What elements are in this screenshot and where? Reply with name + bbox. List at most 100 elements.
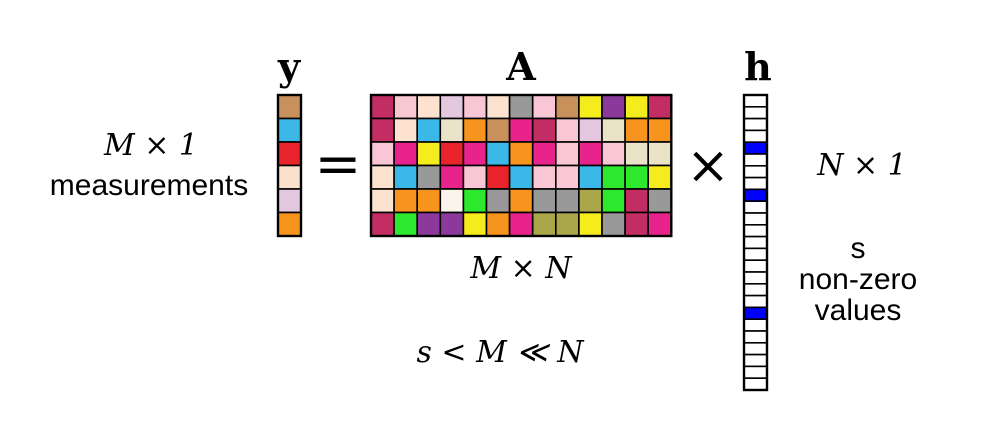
- A-matrix-cell: [370, 164, 395, 190]
- times-sign: ×: [686, 136, 730, 196]
- A-matrix-cell: [531, 141, 557, 167]
- A-matrix-cell: [462, 211, 488, 237]
- h-vector-cell: [743, 318, 768, 332]
- A-matrix-cell: [624, 211, 649, 237]
- A-matrix-cell: [485, 141, 511, 167]
- y-dimensions-label: M × 1: [103, 128, 198, 163]
- y-vector-cell: [277, 117, 302, 143]
- A-matrix-cell: [416, 141, 442, 167]
- h-vector-cell: [743, 377, 768, 391]
- A-matrix-cell: [531, 188, 557, 214]
- h-vector-cell: [743, 94, 768, 108]
- h-vector-cell: [743, 271, 768, 285]
- A-matrix-cell: [554, 94, 580, 120]
- A-matrix-cell: [531, 211, 557, 237]
- A-matrix-cell: [578, 164, 603, 190]
- A-matrix-cell: [578, 141, 603, 167]
- A-matrix-cell: [624, 164, 649, 190]
- A-matrix-cell: [578, 94, 603, 120]
- y-vector-cell: [277, 211, 302, 237]
- h-dimensions-label: N × 1: [816, 148, 907, 183]
- A-matrix-cell: [554, 188, 580, 214]
- A-matrix-cell: [601, 117, 626, 143]
- h-vector-nonzero-cell: [743, 306, 768, 320]
- A-matrix-cell: [647, 188, 673, 214]
- A-matrix-cell: [531, 117, 557, 143]
- A-matrix-cell: [462, 141, 488, 167]
- A-matrix-cell: [439, 164, 465, 190]
- A-matrix-cell: [393, 141, 419, 167]
- h-vector-cell: [743, 294, 768, 309]
- h-vector-cell: [743, 153, 768, 167]
- A-matrix-cell: [624, 117, 649, 143]
- A-matrix-cell: [416, 211, 442, 237]
- A-matrix-cell: [508, 188, 534, 214]
- A-matrix-cell: [554, 211, 580, 237]
- h-vector-cell: [743, 117, 768, 132]
- A-matrix-cell: [647, 211, 673, 237]
- h-vector-cell: [743, 176, 768, 191]
- A-matrix-cell: [554, 164, 580, 190]
- y-vector-cell: [277, 188, 302, 214]
- h-caption-line3: values: [815, 294, 902, 327]
- equals-sign: =: [315, 132, 362, 197]
- A-matrix-cell: [485, 117, 511, 143]
- A-matrix-cell: [439, 141, 465, 167]
- A-matrix-cell: [393, 188, 419, 214]
- A-matrix-cell: [439, 188, 465, 214]
- A-matrix-cell: [393, 117, 419, 143]
- A-matrix-cell: [370, 211, 395, 237]
- h-symbol: h: [744, 44, 772, 89]
- A-matrix-cell: [508, 117, 534, 143]
- A-matrix-cell: [485, 188, 511, 214]
- h-vector-cell: [743, 106, 768, 120]
- A-matrix-cell: [554, 117, 580, 143]
- A-matrix-cell: [370, 141, 395, 167]
- A-matrix-cell: [416, 117, 442, 143]
- A-matrix-cell: [531, 94, 557, 120]
- h-vector-nonzero-cell: [743, 141, 768, 155]
- A-matrix-cell: [439, 117, 465, 143]
- A-matrix-cell: [416, 188, 442, 214]
- A-matrix-cell: [578, 117, 603, 143]
- A-matrix-cell: [462, 117, 488, 143]
- A-matrix-cell: [508, 141, 534, 167]
- h-vector-cell: [743, 282, 768, 297]
- y-vector-cell: [277, 141, 302, 167]
- A-matrix-cell: [601, 164, 626, 190]
- A-matrix-cell: [439, 94, 465, 120]
- y-symbol: y: [277, 44, 301, 89]
- A-matrix-cell: [416, 94, 442, 120]
- A-matrix-cell: [393, 164, 419, 190]
- h-vector-cell: [743, 341, 768, 356]
- h-vector-cell: [743, 129, 768, 143]
- h-vector-cell: [743, 224, 768, 238]
- y-caption-label: measurements: [50, 169, 248, 202]
- h-vector-cell: [743, 212, 768, 226]
- A-matrix-cell: [647, 141, 673, 167]
- A-matrix-cell: [601, 211, 626, 237]
- A-matrix-cell: [508, 211, 534, 237]
- A-matrix-cell: [462, 164, 488, 190]
- h-vector-cell: [743, 200, 768, 214]
- A-matrix-cell: [508, 94, 534, 120]
- y-vector-cell: [277, 94, 302, 120]
- A-matrix-cell: [462, 94, 488, 120]
- A-matrix-cell: [601, 94, 626, 120]
- y-vector-cell: [277, 164, 302, 190]
- y-vector: [276, 93, 303, 238]
- h-vector-cell: [743, 353, 768, 368]
- h-vector-cell: [743, 165, 768, 179]
- A-matrix-cell: [393, 211, 419, 237]
- A-matrix-cell: [624, 94, 649, 120]
- A-matrix-cell: [485, 94, 511, 120]
- A-matrix-cell: [624, 141, 649, 167]
- A-matrix-cell: [601, 141, 626, 167]
- A-matrix-cell: [647, 117, 673, 143]
- h-vector-cell: [743, 259, 768, 273]
- A-symbol: A: [505, 44, 536, 89]
- h-vector-cell: [743, 247, 768, 261]
- A-matrix-cell: [647, 164, 673, 190]
- y-vector-frame: [276, 93, 303, 238]
- A-matrix-cell: [416, 164, 442, 190]
